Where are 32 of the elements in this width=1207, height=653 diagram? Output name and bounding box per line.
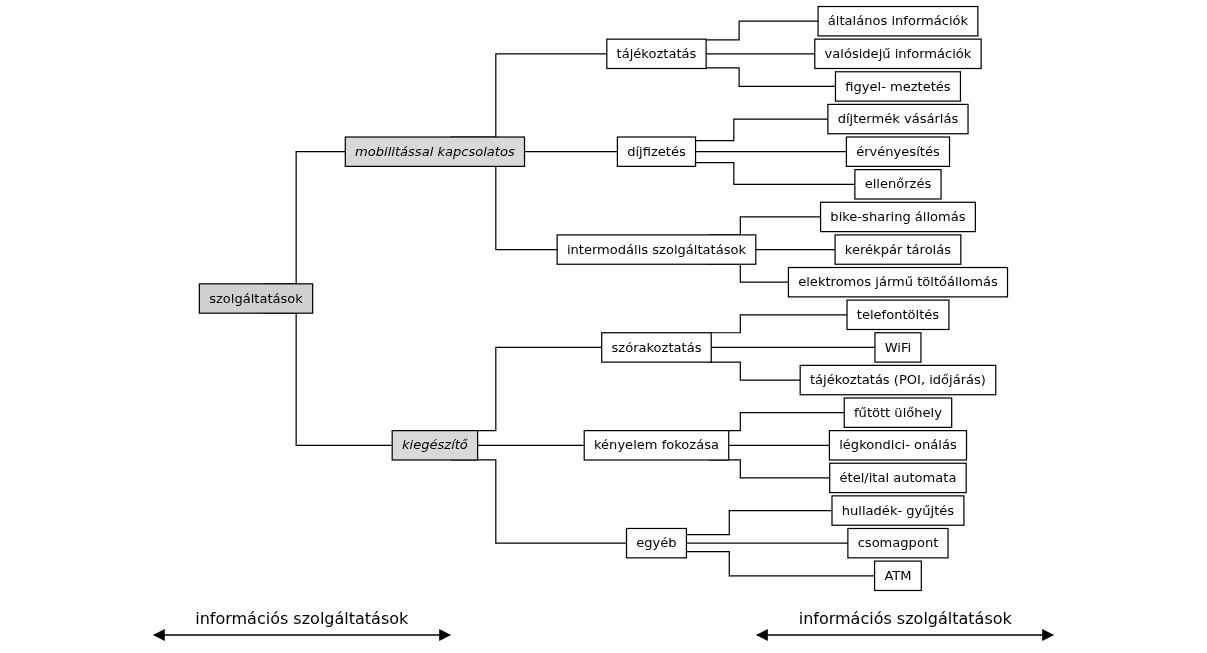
connector <box>705 20 819 41</box>
node-box: díjtermék vásárlás <box>827 103 969 135</box>
node-box: WiFi <box>874 332 922 363</box>
node-box: intermodális szolgáltatások <box>556 234 757 265</box>
node-box: szórakoztatás <box>601 332 712 363</box>
node-box: figyel- meztetés <box>834 71 962 102</box>
connector <box>755 248 836 251</box>
node-box: tájékoztatás <box>606 38 707 70</box>
node-box: kerékpár tárolás <box>834 234 962 265</box>
span-label: információs szolgáltatások <box>798 608 1012 628</box>
node-box: elektromos jármű töltőállomás <box>787 266 1009 298</box>
node-box: díjfizetés <box>616 136 697 167</box>
node-box: hulladék- gyűjtés <box>831 495 965 526</box>
node-box: mobilitással kapcsolatos <box>344 136 526 167</box>
node-box: ATM <box>874 560 922 592</box>
node-box: valósidejű információk <box>814 38 982 70</box>
node-box: fűtött ülőhely <box>843 397 953 428</box>
node-box: ellenőrzés <box>854 169 942 200</box>
span-label: információs szolgáltatások <box>195 608 409 628</box>
node-box: kényelem fokozása <box>583 430 730 461</box>
node-box: bike-sharing állomás <box>820 201 977 233</box>
node-box: egyéb <box>625 527 688 559</box>
node-box: tájékoztatás (POI, időjárás) <box>799 364 997 396</box>
node-box: étel/ital automata <box>829 462 967 494</box>
node-box: szolgáltatások <box>198 283 314 314</box>
node-box: érvényesítés <box>845 136 951 167</box>
node-box: légkondici- onálás <box>828 430 968 461</box>
node-box: telefontöltés <box>846 299 950 331</box>
node-box: csomagpont <box>847 527 949 559</box>
node-box: általános információk <box>817 5 979 37</box>
connector <box>477 444 585 446</box>
node-box: kiegészítő <box>391 430 479 461</box>
